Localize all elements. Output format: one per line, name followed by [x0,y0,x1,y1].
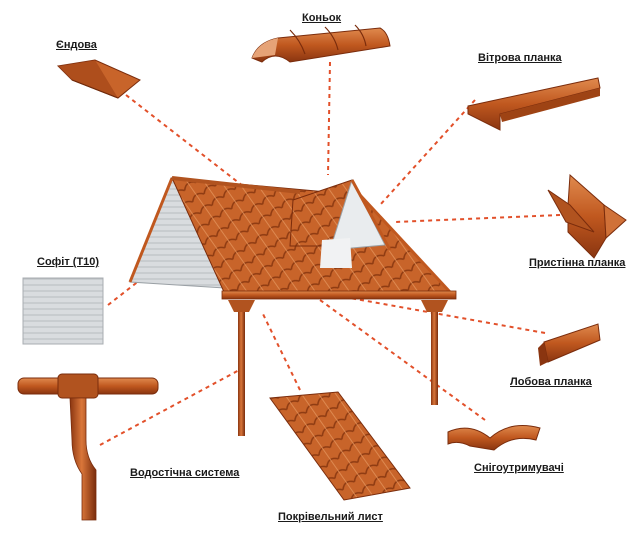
leader-ridge [327,61,331,176]
wall-bar-part [547,173,627,259]
roof-sheet-part [269,391,411,501]
soffit-panel [22,277,104,345]
snow-guard-part [447,425,541,451]
leader-wind-bar [379,99,476,206]
leader-roof-sheet [261,311,301,391]
label-valley: Єндова [56,39,97,51]
label-wind-bar: Вітрова планка [478,52,562,64]
label-snow-guards: Снігоутримувачі [474,462,564,474]
leader-fascia [349,297,546,334]
leader-valley [125,94,249,191]
leader-wall-bar [394,214,561,223]
label-fascia: Лобова планка [510,376,592,388]
label-ridge: Коньок [302,12,342,24]
leader-snow-guards [319,299,486,421]
leader-gutter [99,367,244,446]
label-soffit: Софіт (Т10) [37,256,100,268]
label-wall-bar: Пристінна планка [529,257,626,269]
valley-part [56,59,141,99]
label-roof-sheet: Покрівельний лист [278,511,383,523]
label-gutter: Водостічна система [130,467,240,479]
ridge-part [251,24,391,63]
gutter-system-part [17,373,159,521]
house-roof [128,176,457,436]
wind-bar-part [467,77,601,131]
fascia-part [538,323,601,366]
